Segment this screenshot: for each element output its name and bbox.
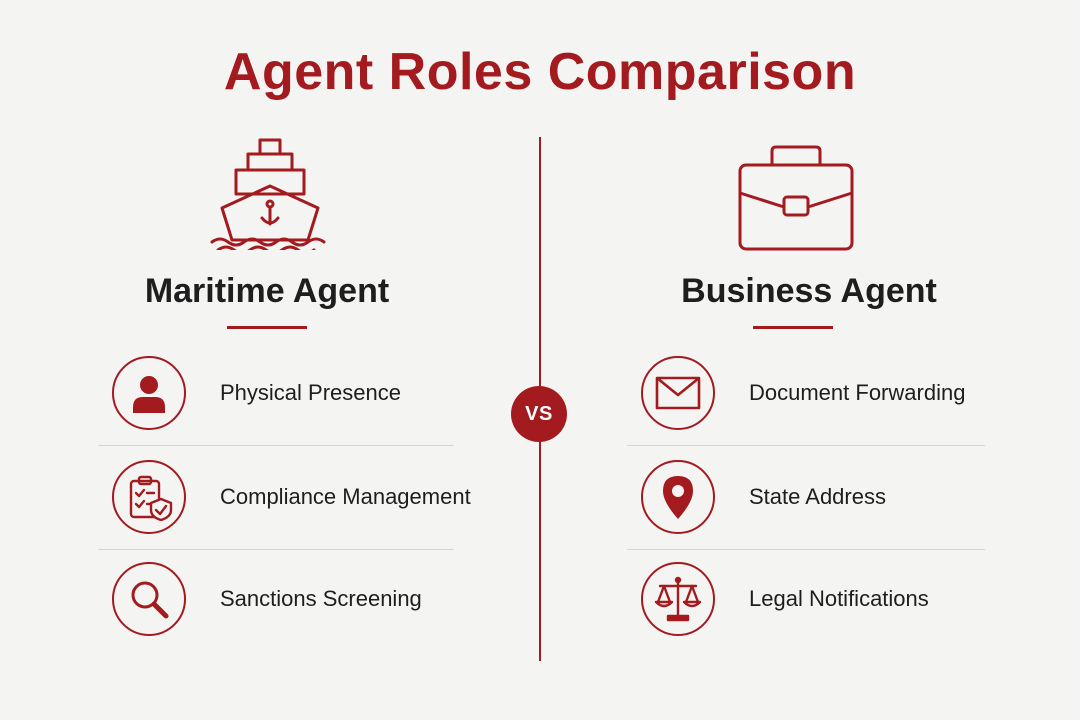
list-item: State Address <box>627 460 985 560</box>
row-divider <box>627 549 985 550</box>
list-item-label: Document Forwarding <box>749 380 966 405</box>
row-divider <box>98 445 454 446</box>
briefcase-icon <box>736 145 856 260</box>
person-icon <box>112 356 186 430</box>
page-title: Agent Roles Comparison <box>223 43 857 101</box>
list-item: Physical Presence <box>98 356 454 456</box>
row-divider <box>627 445 985 446</box>
list-item: Compliance Management <box>98 460 471 560</box>
scales-icon <box>641 562 715 636</box>
heading-underline <box>227 326 307 329</box>
magnifier-icon <box>112 562 186 636</box>
list-item-label: Compliance Management <box>220 484 471 509</box>
list-item: Legal Notifications <box>627 562 985 662</box>
heading-underline <box>753 326 833 329</box>
maritime-agent-heading: Maritime Agent <box>144 272 390 310</box>
clipboard-shield-icon <box>112 460 186 534</box>
list-item: Document Forwarding <box>627 356 985 456</box>
envelope-icon <box>641 356 715 430</box>
ship-anchor-icon <box>208 138 332 255</box>
vs-badge: VS <box>511 386 567 442</box>
row-divider <box>98 549 454 550</box>
list-item-label: Sanctions Screening <box>220 586 422 611</box>
list-item-label: State Address <box>749 484 886 509</box>
list-item-label: Legal Notifications <box>749 586 929 611</box>
list-item-label: Physical Presence <box>220 380 401 405</box>
location-pin-icon <box>641 460 715 534</box>
list-item: Sanctions Screening <box>98 562 454 662</box>
business-agent-heading: Business Agent <box>681 272 937 310</box>
